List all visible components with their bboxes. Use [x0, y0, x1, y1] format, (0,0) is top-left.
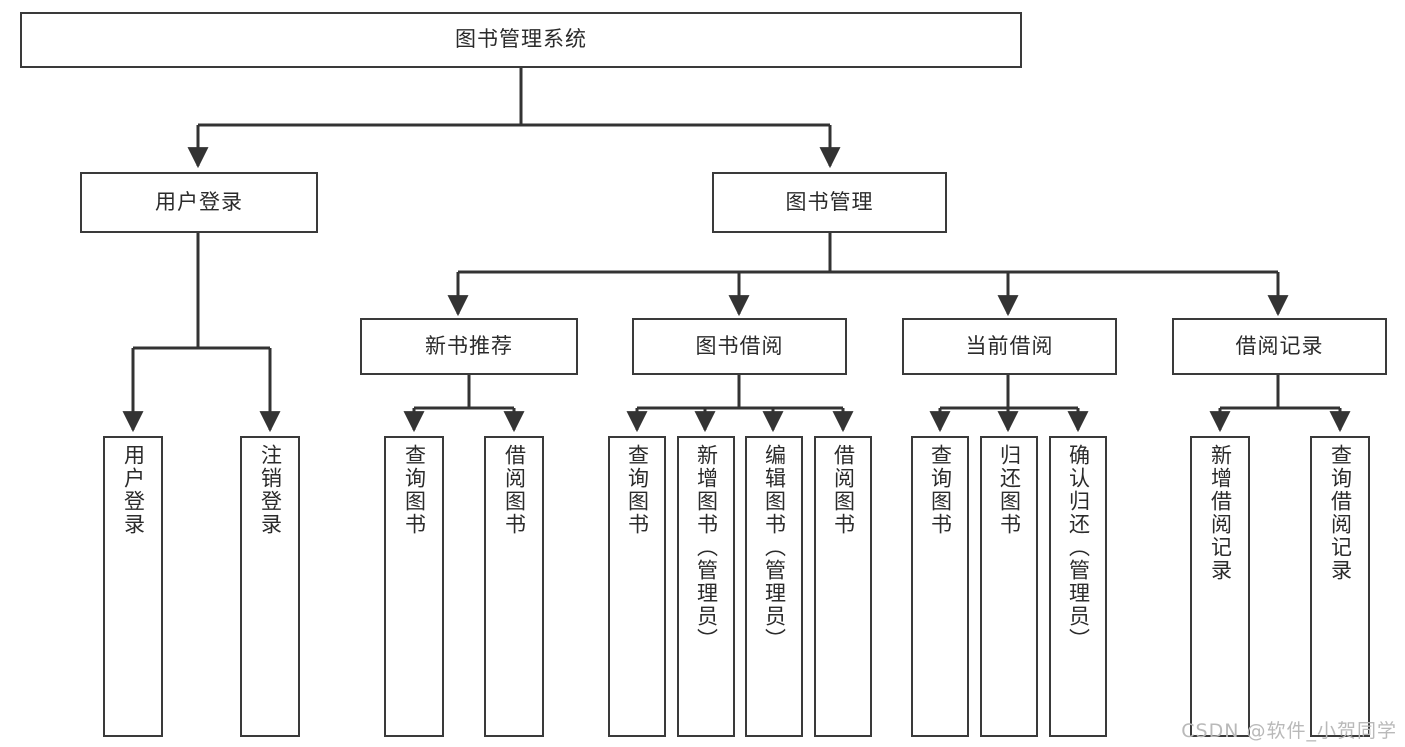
leaf-borrow-book-2[interactable]: 借阅图书	[814, 436, 872, 737]
leaf-add-record[interactable]: 新增借阅记录	[1190, 436, 1250, 737]
leaf-borrow-book-2-label: 借阅图书	[831, 444, 856, 536]
leaf-query-record-label: 查询借阅记录	[1328, 444, 1353, 582]
leaf-add-record-label: 新增借阅记录	[1208, 444, 1233, 582]
leaf-user-login[interactable]: 用户登录	[103, 436, 163, 737]
leaf-edit-book[interactable]: 编辑图书（管理员）	[745, 436, 803, 737]
leaf-query-book-2[interactable]: 查询图书	[608, 436, 666, 737]
leaf-return-book[interactable]: 归还图书	[980, 436, 1038, 737]
node-book-manage[interactable]: 图书管理	[712, 172, 947, 233]
node-root[interactable]: 图书管理系统	[20, 12, 1022, 68]
watermark-text: CSDN @软件_小贺同学	[1181, 720, 1397, 742]
node-root-label: 图书管理系统	[455, 27, 587, 52]
leaf-add-book[interactable]: 新增图书（管理员）	[677, 436, 735, 737]
leaf-return-book-label: 归还图书	[997, 444, 1022, 536]
node-borrow-record[interactable]: 借阅记录	[1172, 318, 1387, 375]
node-user-login[interactable]: 用户登录	[80, 172, 318, 233]
leaf-query-book-1-label: 查询图书	[402, 444, 427, 536]
node-new-book-recommend[interactable]: 新书推荐	[360, 318, 578, 375]
node-user-login-label: 用户登录	[155, 189, 243, 214]
node-book-manage-label: 图书管理	[785, 189, 874, 214]
leaf-query-book-1[interactable]: 查询图书	[384, 436, 444, 737]
leaf-user-login-label: 用户登录	[121, 444, 146, 536]
leaf-logout-label: 注销登录	[258, 444, 283, 536]
leaf-edit-book-label: 编辑图书（管理员）	[762, 444, 787, 651]
leaf-query-book-2-label: 查询图书	[625, 444, 650, 536]
node-current-borrow-label: 当前借阅	[965, 333, 1054, 358]
leaf-query-book-3-label: 查询图书	[928, 444, 953, 536]
node-borrow-record-label: 借阅记录	[1235, 333, 1324, 358]
leaf-query-book-3[interactable]: 查询图书	[911, 436, 969, 737]
node-book-borrow[interactable]: 图书借阅	[632, 318, 847, 375]
leaf-confirm-return[interactable]: 确认归还（管理员）	[1049, 436, 1107, 737]
leaf-query-record[interactable]: 查询借阅记录	[1310, 436, 1370, 737]
leaf-borrow-book-1[interactable]: 借阅图书	[484, 436, 544, 737]
leaf-borrow-book-1-label: 借阅图书	[502, 444, 527, 536]
node-new-book-recommend-label: 新书推荐	[425, 333, 513, 358]
leaf-confirm-return-label: 确认归还（管理员）	[1066, 444, 1091, 651]
node-book-borrow-label: 图书借阅	[695, 333, 784, 358]
leaf-logout[interactable]: 注销登录	[240, 436, 300, 737]
leaf-add-book-label: 新增图书（管理员）	[694, 444, 719, 651]
node-current-borrow[interactable]: 当前借阅	[902, 318, 1117, 375]
